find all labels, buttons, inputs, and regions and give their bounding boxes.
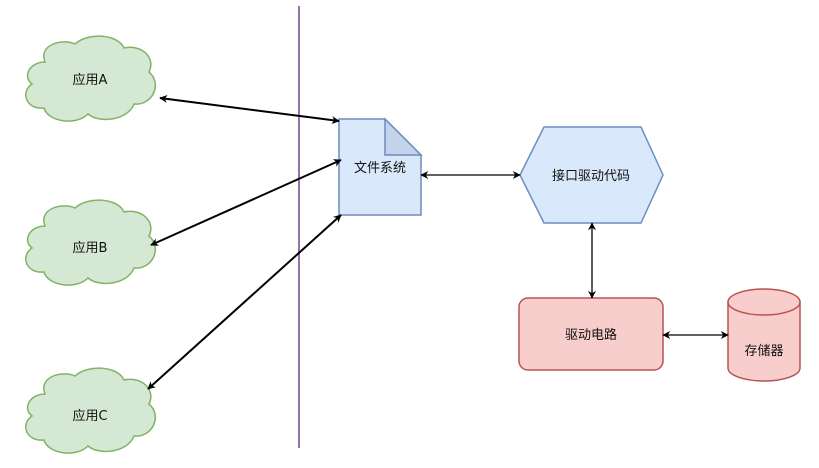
edge-app-c-file-system [147, 214, 342, 390]
node-storage[interactable]: 存储器 [727, 288, 801, 382]
cylinder-body-storage [727, 301, 801, 382]
document-fold [384, 117, 423, 156]
cloud-shape-app-a [25, 35, 156, 122]
edge-app-a-file-system [159, 94, 340, 125]
label-storage: 存储器 [744, 344, 783, 359]
label-app-c: 应用C [72, 408, 107, 424]
cylinder-top-storage [727, 288, 801, 316]
node-app-a[interactable]: 应用A [25, 35, 156, 122]
label-interface-driver: 接口驱动代码 [552, 168, 630, 184]
label-file-system: 文件系统 [354, 161, 406, 176]
label-app-a: 应用A [73, 72, 108, 88]
label-app-b: 应用B [73, 240, 108, 256]
label-driver-circuit: 驱动电路 [565, 327, 617, 343]
cloud-shape-app-b [25, 199, 156, 286]
cloud-shape-app-c [25, 367, 156, 454]
node-interface-driver[interactable]: 接口驱动代码 [519, 126, 664, 224]
node-app-c[interactable]: 应用C [25, 367, 156, 454]
edge-app-b-file-system [150, 159, 342, 246]
node-driver-circuit[interactable]: 驱动电路 [518, 297, 664, 371]
node-file-system[interactable]: 文件系统 [338, 117, 423, 216]
node-app-b[interactable]: 应用B [25, 199, 156, 286]
